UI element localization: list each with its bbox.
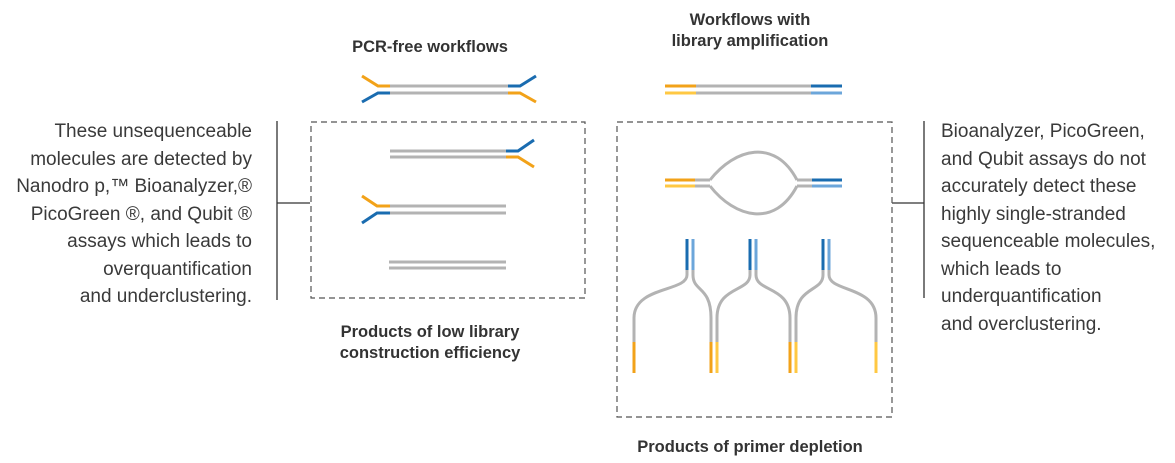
pcr-free-caption-line: Products of low library: [340, 323, 520, 341]
left-note-line: molecules are detected by: [30, 148, 252, 170]
right-note-line: Bioanalyzer, PicoGreen,: [941, 121, 1145, 142]
pcr-free-caption-line: construction efficiency: [339, 344, 521, 362]
right-note-line: underquantification: [941, 286, 1102, 307]
left-note-line: These unsequenceable: [54, 121, 252, 142]
right-note: Bioanalyzer, PicoGreen, and Qubit assays…: [941, 118, 1155, 338]
left-note-line: and underclustering.: [79, 286, 252, 307]
amplified-library-molecule: [665, 84, 842, 95]
pcr-free-dashed-box: [310, 121, 586, 299]
left-note: These unsequenceable molecules are detec…: [16, 118, 252, 311]
left-note-line: PicoGreen ®, and Qubit ®: [30, 203, 252, 225]
adapterless-insert-molecule: [389, 260, 506, 270]
pcr-free-full-library-molecule: [361, 74, 537, 104]
amplification-title: Workflows with library amplification: [620, 10, 880, 52]
right-note-line: highly single-stranded: [941, 203, 1126, 225]
left-note-line: overquantification: [103, 258, 252, 280]
pcr-free-title: PCR-free workflows: [352, 38, 508, 56]
right-bracket: [892, 121, 925, 298]
left-note-line: assays which leads to: [67, 231, 252, 252]
half-adapter-left-molecule: [361, 194, 506, 225]
left-note-line: Nanodro p,™ Bioanalyzer,®: [16, 176, 252, 197]
amplification-title-line: library amplification: [671, 32, 829, 50]
pcr-free-caption: Products of low library construction eff…: [300, 322, 560, 364]
right-note-line: and Qubit assays do not: [941, 148, 1146, 170]
bubble-product-molecule: [665, 150, 842, 216]
amplification-dashed-box: [616, 121, 893, 418]
right-note-line: sequenceable molecules,: [941, 231, 1156, 252]
right-note-line: and overclustering.: [941, 313, 1102, 335]
right-note-line: accurately detect these: [941, 176, 1137, 197]
single-stranded-products: [632, 239, 878, 373]
half-adapter-right-molecule: [390, 138, 535, 169]
amplification-title-line: Workflows with: [689, 11, 811, 29]
left-bracket: [276, 121, 310, 300]
right-note-line: which leads to: [941, 258, 1062, 280]
amplification-caption: Products of primer depletion: [637, 438, 863, 456]
